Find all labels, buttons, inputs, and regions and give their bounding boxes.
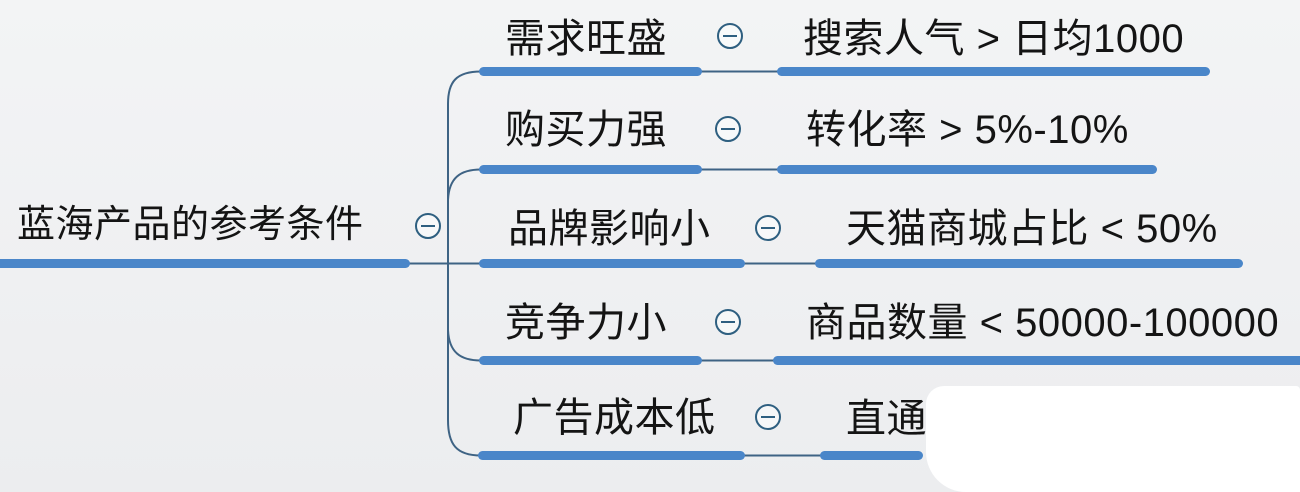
branch2-label[interactable]: 购买力强 [505, 108, 667, 152]
branch5-label-underline [478, 451, 745, 460]
minus-glyph [721, 128, 735, 130]
branch2-collapse-minus-icon[interactable] [715, 116, 741, 142]
branch5-label[interactable]: 广告成本低 [513, 396, 716, 440]
branch3-label-underline [479, 259, 745, 268]
branch4-join-line [447, 329, 482, 362]
branch2-join-line [447, 168, 482, 201]
root-collapse-minus-icon[interactable] [415, 213, 441, 239]
minus-glyph [723, 35, 737, 37]
branch1-label-underline [479, 67, 702, 76]
erased-area [926, 386, 1300, 492]
branch2-label-underline [479, 165, 702, 174]
branch3-collapse-minus-icon[interactable] [755, 215, 781, 241]
branch2-detail-underline [777, 165, 1157, 174]
branch4-detail-underline [773, 356, 1300, 365]
minus-glyph [421, 225, 435, 227]
branch2-detail[interactable]: 转化率 > 5%-10% [806, 108, 1129, 152]
minus-glyph [721, 321, 735, 323]
branch1-collapse-minus-icon[interactable] [717, 23, 743, 49]
root-node-underline [0, 259, 410, 268]
branch1-label[interactable]: 需求旺盛 [505, 17, 667, 61]
branch4-label-underline [479, 356, 702, 365]
branch1-detail[interactable]: 搜索人气 > 日均1000 [803, 17, 1185, 61]
branch5-detail-underline [820, 451, 923, 460]
branch1-detail-underline [777, 67, 1210, 76]
minus-glyph [761, 416, 775, 418]
branch3-label[interactable]: 品牌影响小 [508, 207, 711, 251]
branch5-collapse-minus-icon[interactable] [755, 404, 781, 430]
branch4-collapse-minus-icon[interactable] [715, 309, 741, 335]
branch3-detail-underline [815, 259, 1243, 268]
root-node-label[interactable]: 蓝海产品的参考条件 [17, 204, 364, 246]
branch4-label[interactable]: 竞争力小 [505, 301, 667, 345]
branch5-detail[interactable]: 直通 [846, 397, 927, 441]
branch3-detail[interactable]: 天猫商城占比 < 50% [846, 207, 1218, 251]
branch4-detail[interactable]: 商品数量 < 50000-100000 [806, 301, 1280, 345]
minus-glyph [761, 227, 775, 229]
trunk-line [447, 70, 482, 457]
